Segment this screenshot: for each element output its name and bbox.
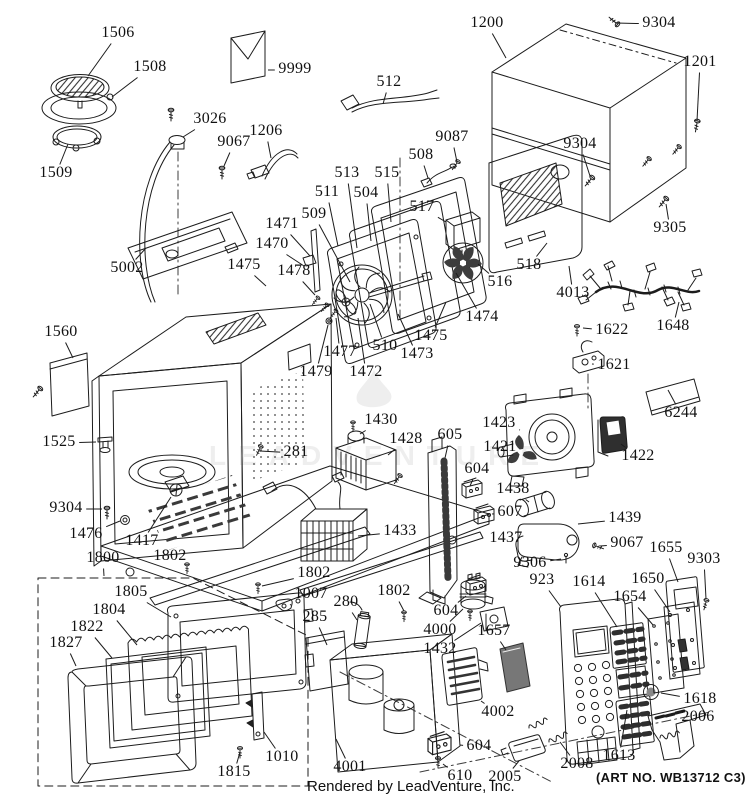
part-1525-foot-bolt [97,436,113,453]
part-1800-door-group-box [37,577,309,787]
part-1654-board [647,597,710,694]
part-1433-transformer [262,471,368,562]
part-1560-cover-plate [30,352,90,417]
part-1422-bracket [597,416,628,457]
part-1650-board [663,601,701,680]
watermark-flame-icon [356,370,392,408]
part-1423-fan-assembly [497,387,595,487]
part-1657-sheet [499,642,531,693]
part-512-wire [340,89,440,113]
part-923-control-panel [559,598,641,766]
part-1200-outer-case [491,23,687,223]
render-credit: Rendered by LeadVenture, Inc. [307,778,515,795]
part-4000-capacitor [459,572,494,610]
part-1509-roller-ring [52,125,102,152]
part-1432-bracket [479,606,509,632]
part-1805-door-back-frame [167,592,315,703]
part-1508-rack-ring [41,91,117,125]
part-2005-door-button [500,734,546,762]
part-1613-keypad [615,695,655,747]
part-605-latch-board [418,436,458,605]
part-510-fan-ring [331,264,433,326]
part-1206-thermostat [246,149,299,180]
part-1417-stirrer-motor [164,475,190,497]
part-4002-slotted-panel [441,647,489,706]
part-1804-door-choke-frame [127,625,253,731]
part-280-fuse [349,601,371,649]
part-1428-magnetron [335,420,404,491]
part-1822-door-glass [105,646,211,749]
art-number: (ART NO. WB13712 C3) [596,770,746,785]
part-1010-door-hook [237,691,265,759]
part-2006-latch-bracket [647,703,707,761]
part-1648-wire-harness [577,260,703,312]
part-1655-backing-sheet [665,576,705,673]
part-4013-back-panel [488,134,583,274]
part-1827-door-panel [67,656,197,784]
part-6244-sheet [645,378,701,416]
part-5002-top-panel [127,211,248,280]
part-1621-interlock [572,324,605,374]
part-516-fan-blade [442,242,484,284]
part-1476-roller [120,515,130,525]
part-1506-grill-rack [50,74,110,109]
part-9999-literature [230,30,266,84]
part-3026-antenna-wire [139,107,186,303]
part-504-mid-plate [349,201,461,348]
part-cavity-body [91,303,333,567]
part-1438-1439-motor [515,490,605,568]
part-base-pan [100,465,490,612]
